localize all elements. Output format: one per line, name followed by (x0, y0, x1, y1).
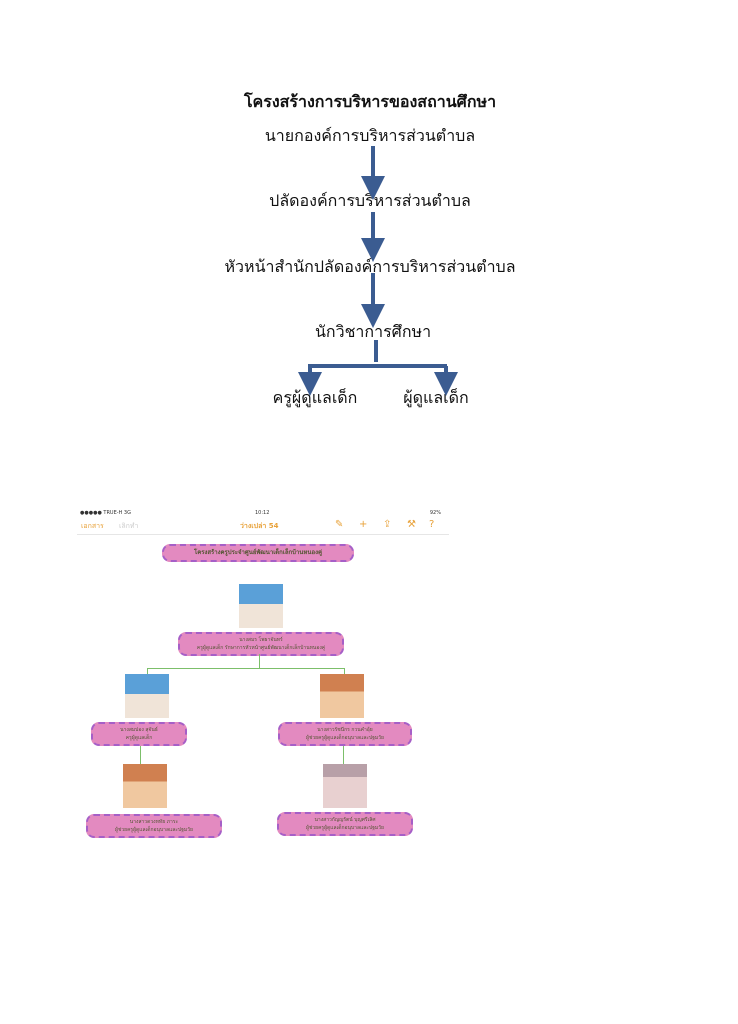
person-name: นางสมร โพธาจันทร์ (239, 637, 283, 643)
level-mayor: นายกองค์การบริหารส่วนตำบล (264, 126, 476, 145)
undo-button[interactable]: เลิกทำ (119, 522, 139, 530)
person-card-assistant-2: นางสาวดวงหทัย ภาระผู้ช่วยครูผู้ดูแลเด็กอ… (86, 814, 222, 838)
person-card-assistant-1: นางสาวรัชนีกร กวนคำอุ้ยผู้ช่วยครูผู้ดูแล… (278, 722, 412, 746)
photo-teacher (125, 674, 169, 718)
wrench-icon[interactable]: ⚒ (407, 519, 416, 530)
person-role: ครูผู้ดูแลเด็ก รักษาการหัวหน้าศูนย์พัฒนา… (196, 645, 326, 651)
person-card-teacher: นางสมปอง สุจันธ์ครูผู้ดูแลเด็ก (91, 722, 187, 746)
org-title: โครงสร้างการบริหารของสถานศึกษา (243, 92, 497, 111)
level-teacher: ครูผู้ดูแลเด็ก (272, 388, 358, 407)
doc-title: ว่างเปล่า 54 (240, 522, 279, 530)
nav-divider (77, 534, 449, 535)
app-screenshot: ●●●●● TRUE-H 3G 10:12 92% เอกสาร เลิกทำ … (77, 508, 449, 853)
photo-assistant-1 (320, 674, 364, 718)
photo-assistant-3 (323, 764, 367, 808)
level-office-head: หัวหน้าสำนักปลัดองค์การบริหารส่วนตำบล (224, 257, 516, 276)
photo-head (239, 584, 283, 628)
battery: 92% (429, 510, 441, 516)
person-card-assistant-3: นางสาวกัญญรัตน์ บุญศรีเลิศผู้ช่วยครูผู้ด… (277, 812, 413, 836)
share-icon[interactable]: ⇪ (383, 519, 392, 530)
level-deputy: ปลัดองค์การบริหารส่วนตำบล (269, 191, 471, 210)
back-button[interactable]: เอกสาร (81, 522, 104, 530)
chart-title: โครงสร้างครูประจำศูนย์พัฒนาเด็กเล็กบ้านห… (162, 544, 354, 562)
brush-icon[interactable]: ✎ (335, 519, 344, 530)
help-icon[interactable]: ? (429, 519, 435, 530)
carrier: ●●●●● TRUE-H 3G (80, 510, 131, 516)
org-arrows (298, 146, 458, 396)
person-card-head: นางสมร โพธาจันทร์ครูผู้ดูแลเด็ก รักษาการ… (178, 632, 344, 656)
photo-assistant-2 (123, 764, 167, 808)
time: 10:12 (255, 510, 270, 516)
level-education-officer: นักวิชาการศึกษา (314, 322, 432, 341)
plus-icon[interactable]: + (359, 519, 368, 530)
